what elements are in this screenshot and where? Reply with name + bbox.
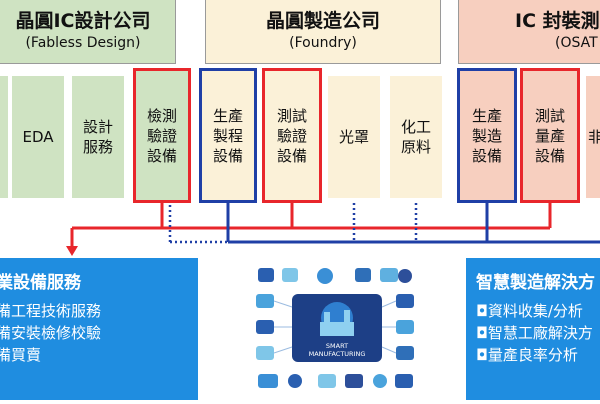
icon-grid (256, 268, 414, 388)
smart-manufacturing-panel: 智慧製造解決方 ◘資料收集/分析 ◘智慧工廠解決方 ◘量產良率分析 (466, 258, 600, 400)
header-osat-subtitle: (OSAT (555, 35, 598, 51)
column-osat-test-equipment-label: 測試量產設備 (534, 106, 565, 165)
smart-item-3: ◘量產良率分析 (476, 346, 578, 364)
service-panel: 業設備服務 備工程技術服務 備安裝檢修校驗 備買賣 (0, 258, 198, 400)
column-osat-partial: 非 (586, 76, 600, 198)
column-process-equipment-label: 生產製程設備 (212, 106, 243, 165)
column-test-verify-equipment-label: 測試驗證設備 (276, 106, 307, 165)
column-chemicals-label: 化工原料 (400, 118, 431, 156)
column-osat-production-equipment: 生產製造設備 (457, 68, 517, 203)
column-osat-partial-label: 非 (588, 128, 600, 146)
header-osat-title: IC 封裝測 (515, 10, 600, 32)
column-partial-left (0, 76, 8, 198)
smart-item-2: ◘智慧工廠解決方 (476, 324, 593, 342)
service-panel-title: 業設備服務 (0, 273, 81, 293)
column-process-equipment: 生產製程設備 (199, 68, 257, 203)
column-design-service: 設計服務 (72, 76, 124, 198)
header-foundry-subtitle: (Foundry) (289, 35, 357, 51)
column-verify-equipment: 檢測驗證設備 (133, 68, 191, 203)
header-design-subtitle: (Fabless Design) (25, 35, 141, 51)
column-photomask: 光罩 (328, 76, 380, 198)
smart-manufacturing-graphic: SMART MANUFACTURING (250, 262, 420, 400)
service-item-2: 備安裝檢修校驗 (0, 324, 102, 342)
smart-item-1: ◘資料收集/分析 (476, 302, 583, 320)
column-eda-label: EDA (22, 128, 54, 146)
header-osat: IC 封裝測 (OSAT (458, 0, 600, 64)
column-osat-test-equipment: 測試量產設備 (520, 68, 580, 203)
smart-panel-title: 智慧製造解決方 (476, 273, 595, 293)
center-badge-label-1: SMART (326, 342, 348, 350)
service-item-1: 備工程技術服務 (0, 302, 102, 320)
service-item-3: 備買賣 (0, 346, 42, 364)
header-design: 晶圓IC設計公司 (Fabless Design) (0, 0, 176, 64)
header-foundry: 晶圓製造公司 (Foundry) (205, 0, 441, 64)
column-test-verify-equipment: 測試驗證設備 (262, 68, 322, 203)
header-foundry-title: 晶圓製造公司 (265, 10, 380, 32)
smart-manufacturing-illustration: SMART MANUFACTURING (256, 268, 414, 388)
column-eda: EDA (12, 76, 64, 198)
column-osat-production-equipment-label: 生產製造設備 (471, 106, 502, 165)
header-design-title: 晶圓IC設計公司 (15, 10, 151, 32)
column-photomask-label: 光罩 (338, 128, 369, 146)
column-chemicals: 化工原料 (390, 76, 442, 198)
column-design-service-label: 設計服務 (82, 118, 113, 156)
column-verify-equipment-label: 檢測驗證設備 (146, 106, 177, 165)
center-badge-label-2: MANUFACTURING (309, 350, 366, 358)
